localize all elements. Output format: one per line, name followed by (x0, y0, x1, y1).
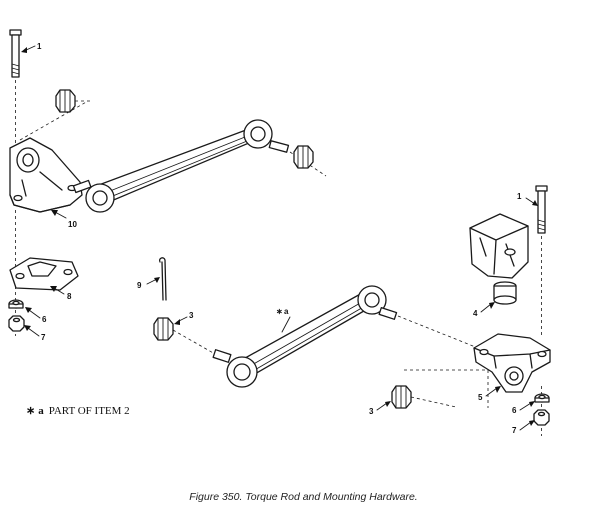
castle-nut-upper-left (55, 89, 76, 113)
castle-nut-center (153, 317, 174, 341)
castle-nut-bottom (391, 385, 412, 409)
callout-10: 10 (68, 220, 77, 229)
callout-6-right-arrow (529, 401, 535, 407)
callout-7-right: 7 (512, 426, 517, 435)
lower-mount (473, 333, 551, 393)
lower-torque-rod (212, 285, 398, 388)
callout-6-right-leader (519, 402, 532, 411)
callout-1-left: 1 (37, 42, 42, 51)
callout-4: 4 (473, 309, 478, 318)
leader-rod-to-mount (397, 315, 479, 349)
castle-nut-rod-right (293, 145, 314, 169)
lower-plate (9, 257, 79, 291)
callout-9-arrow (154, 277, 160, 283)
callout-5: 5 (478, 393, 483, 402)
nut-left (8, 315, 25, 332)
callout-a-star: ∗ (276, 307, 283, 316)
callout-1-right-arrow (532, 200, 538, 206)
upper-mount-bracket (9, 137, 83, 213)
callout-7-right-arrow (529, 420, 535, 426)
callout-5-arrow (495, 386, 501, 393)
leader-center-nut (172, 329, 216, 355)
callout-3-center-arrow (174, 319, 180, 325)
footnote-text: PART OF ITEM 2 (48, 405, 130, 417)
upper-frame-bracket (469, 213, 529, 279)
nut-right (533, 409, 550, 426)
callout-3-center: 3 (189, 311, 194, 320)
callout-1-right: 1 (517, 192, 522, 201)
callout-arrows-left (21, 45, 67, 337)
washer-right (534, 393, 550, 403)
callout-7-right-leader (519, 421, 532, 431)
callout-4-leader (480, 303, 492, 313)
cotter-pin (158, 257, 167, 301)
upper-torque-rod (72, 119, 290, 213)
callout-3-bottom-leader (376, 402, 388, 411)
callout-8: 8 (67, 292, 72, 301)
bolt-left (9, 29, 22, 78)
callout-9: 9 (137, 281, 142, 290)
callout-a: a (284, 307, 289, 316)
callout-a-leader (281, 316, 291, 333)
bushing (493, 281, 517, 305)
leader-upper-mount (19, 100, 89, 141)
footnote-letter: a (38, 405, 44, 417)
callout-6-left: 6 (42, 315, 47, 324)
callout-4-arrow (489, 302, 495, 309)
callout-3-bottom: 3 (369, 407, 374, 416)
callout-3-bottom-arrow (385, 401, 391, 407)
figure-caption: Figure 350. Torque Rod and Mounting Hard… (189, 491, 418, 503)
bolt-right (535, 185, 548, 234)
washer-left (8, 299, 24, 309)
callout-6-right: 6 (512, 406, 517, 415)
footnote-star: ∗ (26, 405, 36, 417)
footnote: ∗a PART OF ITEM 2 (26, 404, 130, 417)
leader-bottom-nut (410, 396, 457, 408)
callout-7-left: 7 (41, 333, 46, 342)
